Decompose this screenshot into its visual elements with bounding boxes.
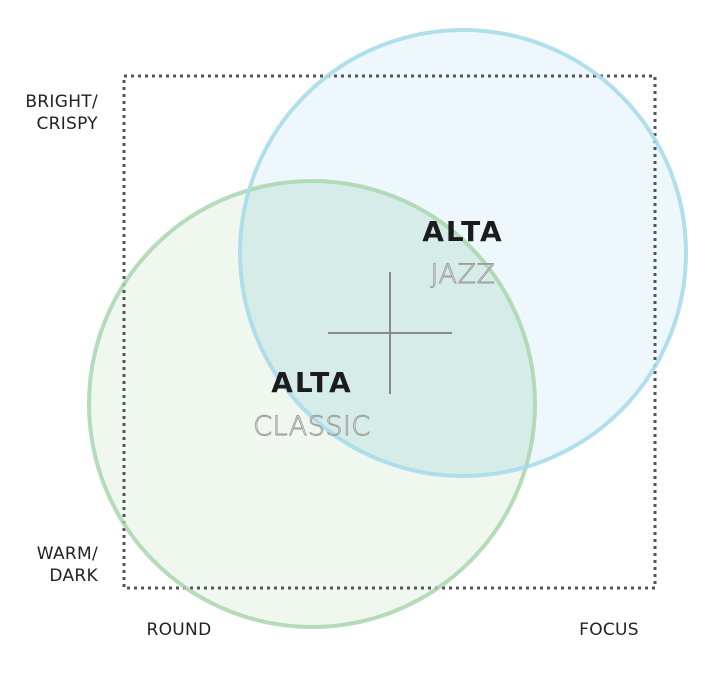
x-left-label: ROUND	[147, 620, 212, 640]
classic-circle	[87, 179, 537, 629]
classic-brand-label: ALTA	[271, 366, 352, 399]
dotted-frame	[122, 74, 657, 590]
jazz-brand-label: ALTA	[422, 215, 503, 248]
jazz-model-label: JAZZ	[431, 259, 496, 290]
overlap-fill	[240, 181, 535, 476]
classic-model-label: CLASSIC	[253, 411, 371, 442]
y-top-label-line2: CRISPY	[36, 114, 98, 134]
y-bottom-label-line1: WARM/	[37, 544, 98, 564]
x-right-label: FOCUS	[579, 620, 639, 640]
jazz-circle	[238, 28, 688, 478]
y-top-label-line1: BRIGHT/	[25, 92, 98, 112]
y-bottom-label-line2: DARK	[49, 566, 98, 586]
